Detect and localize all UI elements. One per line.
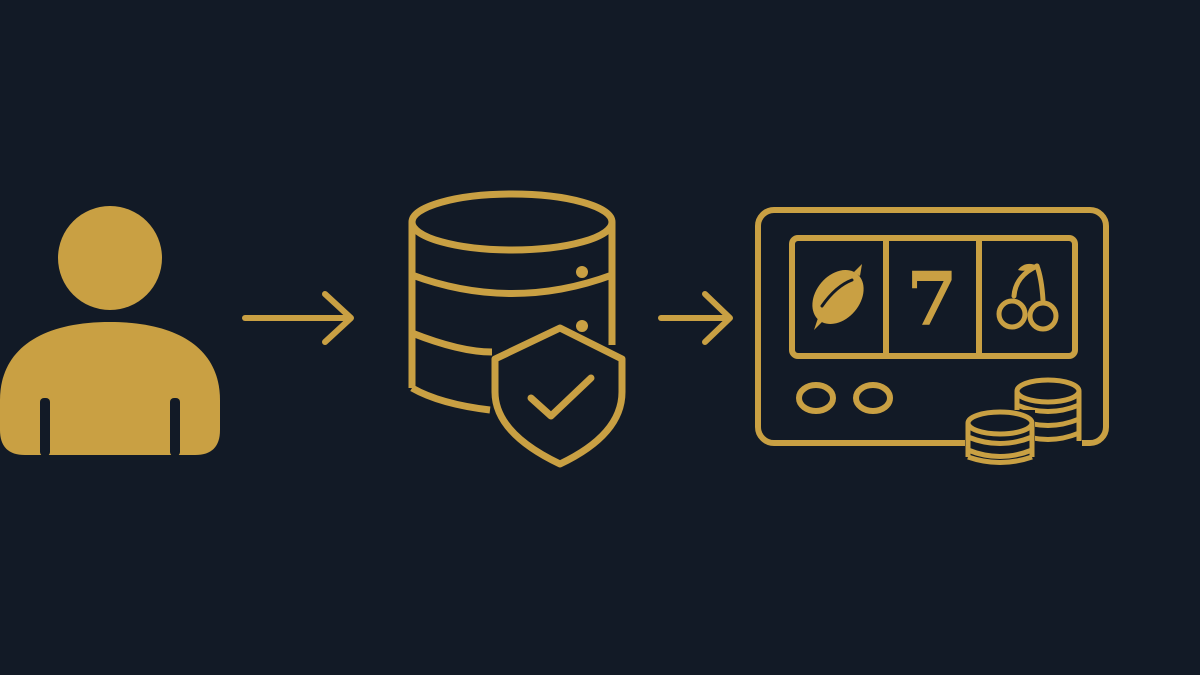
shield-check-icon <box>491 324 626 468</box>
secure-database-icon <box>408 190 626 468</box>
lemon-icon <box>812 264 864 330</box>
coin-stack-icon <box>965 377 1082 470</box>
reel-window <box>789 235 1078 359</box>
coin-stack-short <box>965 409 1035 470</box>
machine-frame <box>755 207 1109 446</box>
arrow-right-icon <box>242 291 354 345</box>
user-icon <box>0 206 220 456</box>
slot-button <box>796 382 836 414</box>
slot-machine-icon: 7 <box>755 207 1109 470</box>
slot-button <box>853 382 893 414</box>
arrow-right-icon <box>658 291 733 345</box>
checkmark-icon <box>527 374 595 420</box>
cherries-icon <box>996 263 1059 332</box>
database-icon <box>408 190 616 414</box>
seven-symbol: 7 <box>906 257 958 343</box>
